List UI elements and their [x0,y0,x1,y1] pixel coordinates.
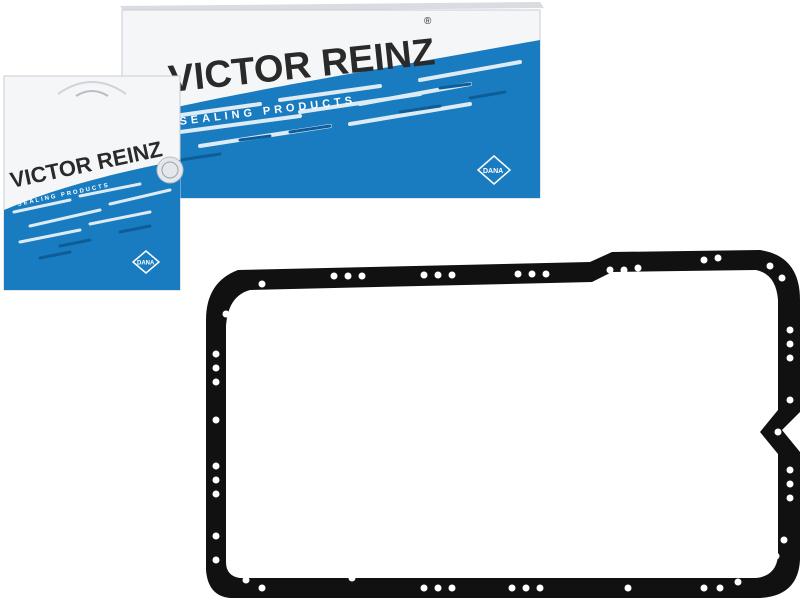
gasket-bolt-holes [212,254,794,592]
small-box-hang-tab [57,81,127,95]
small-box: VICTOR REINZ SEALING PRODUCTS DANA [3,75,184,291]
large-box-dana-logo: DANA [476,155,512,185]
gasket-outer-band [206,250,800,598]
small-box-hang-slot [75,90,109,97]
large-box-blue-wave [122,40,540,198]
small-box-wave-dashes [38,224,152,260]
large-box-dana-text: DANA [483,168,503,175]
small-box-dana-text: DANA [137,261,155,267]
large-box-registered-mark: ® [424,16,432,27]
small-box-dana-logo: DANA [131,250,161,274]
large-box: VICTOR REINZ ® SEALING PRODUCTS DANA [120,2,544,199]
small-box-wave-stripes [12,182,172,244]
hologram-sticker-icon [156,156,184,184]
large-box-wave-dashes [178,82,507,162]
oil-pan-gasket [206,250,800,598]
